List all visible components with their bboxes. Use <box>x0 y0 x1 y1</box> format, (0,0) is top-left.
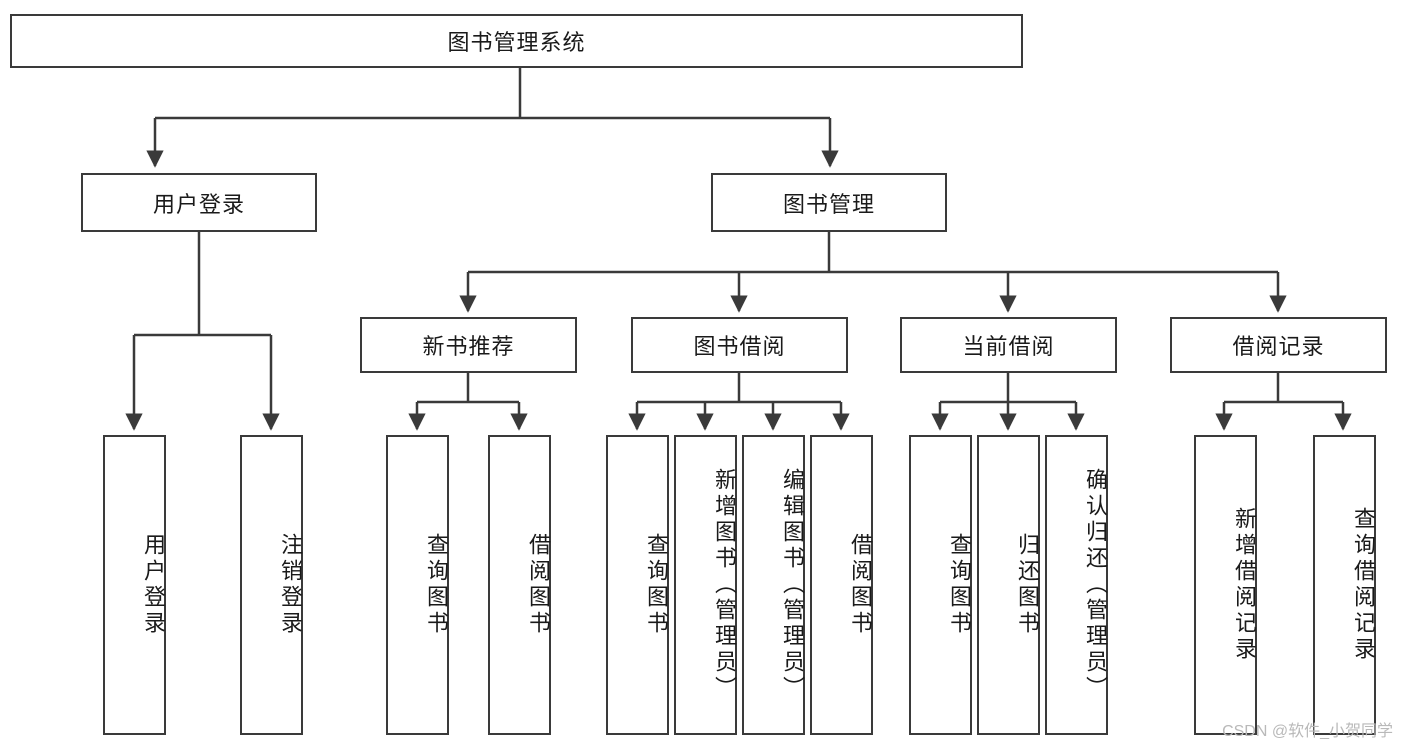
node-label: 查询图书 <box>947 533 972 637</box>
node-label: 用户登录 <box>152 191 245 217</box>
node-label: 图书管理系统 <box>447 30 586 55</box>
node-book-management[interactable]: 图书管理 <box>711 173 947 232</box>
node-label: 确认归还（管理员） <box>1083 468 1108 702</box>
node-label: 注销登录 <box>278 533 303 637</box>
leaf-book-borrow-add-book-admin[interactable]: 新增图书（管理员） <box>674 435 737 735</box>
node-label: 查询图书 <box>644 533 669 637</box>
node-label: 查询图书 <box>424 533 449 637</box>
leaf-current-borrow-confirm-return-admin[interactable]: 确认归还（管理员） <box>1045 435 1108 735</box>
node-label: 查询借阅记录 <box>1351 507 1376 663</box>
node-label: 用户登录 <box>141 533 166 637</box>
node-user-login[interactable]: 用户登录 <box>81 173 317 232</box>
leaf-new-book-borrow-book[interactable]: 借阅图书 <box>488 435 551 735</box>
node-book-borrow[interactable]: 图书借阅 <box>631 317 848 373</box>
node-label: 新书推荐 <box>422 334 515 359</box>
leaf-user-login-login[interactable]: 用户登录 <box>103 435 166 735</box>
node-label: 图书管理 <box>782 191 875 217</box>
leaf-book-borrow-edit-book-admin[interactable]: 编辑图书（管理员） <box>742 435 805 735</box>
node-label: 借阅图书 <box>848 533 873 637</box>
node-label: 新增图书（管理员） <box>712 468 737 702</box>
node-label: 归还图书 <box>1015 533 1040 637</box>
leaf-book-borrow-borrow-book[interactable]: 借阅图书 <box>810 435 873 735</box>
node-label: 编辑图书（管理员） <box>780 468 805 702</box>
node-label: 当前借阅 <box>962 334 1055 359</box>
leaf-current-borrow-return-book[interactable]: 归还图书 <box>977 435 1040 735</box>
leaf-current-borrow-query-book[interactable]: 查询图书 <box>909 435 972 735</box>
node-root-book-management-system[interactable]: 图书管理系统 <box>10 14 1023 68</box>
node-label: 借阅图书 <box>526 533 551 637</box>
leaf-book-borrow-query-book[interactable]: 查询图书 <box>606 435 669 735</box>
node-current-borrow[interactable]: 当前借阅 <box>900 317 1117 373</box>
leaf-borrow-record-query-record[interactable]: 查询借阅记录 <box>1313 435 1376 735</box>
leaf-new-book-query-book[interactable]: 查询图书 <box>386 435 449 735</box>
node-label: 图书借阅 <box>693 334 786 359</box>
node-borrow-record[interactable]: 借阅记录 <box>1170 317 1387 373</box>
leaf-borrow-record-add-record[interactable]: 新增借阅记录 <box>1194 435 1257 735</box>
node-label: 借阅记录 <box>1232 334 1325 359</box>
leaf-user-login-logout[interactable]: 注销登录 <box>240 435 303 735</box>
node-new-book-recommend[interactable]: 新书推荐 <box>360 317 577 373</box>
node-label: 新增借阅记录 <box>1232 507 1257 663</box>
